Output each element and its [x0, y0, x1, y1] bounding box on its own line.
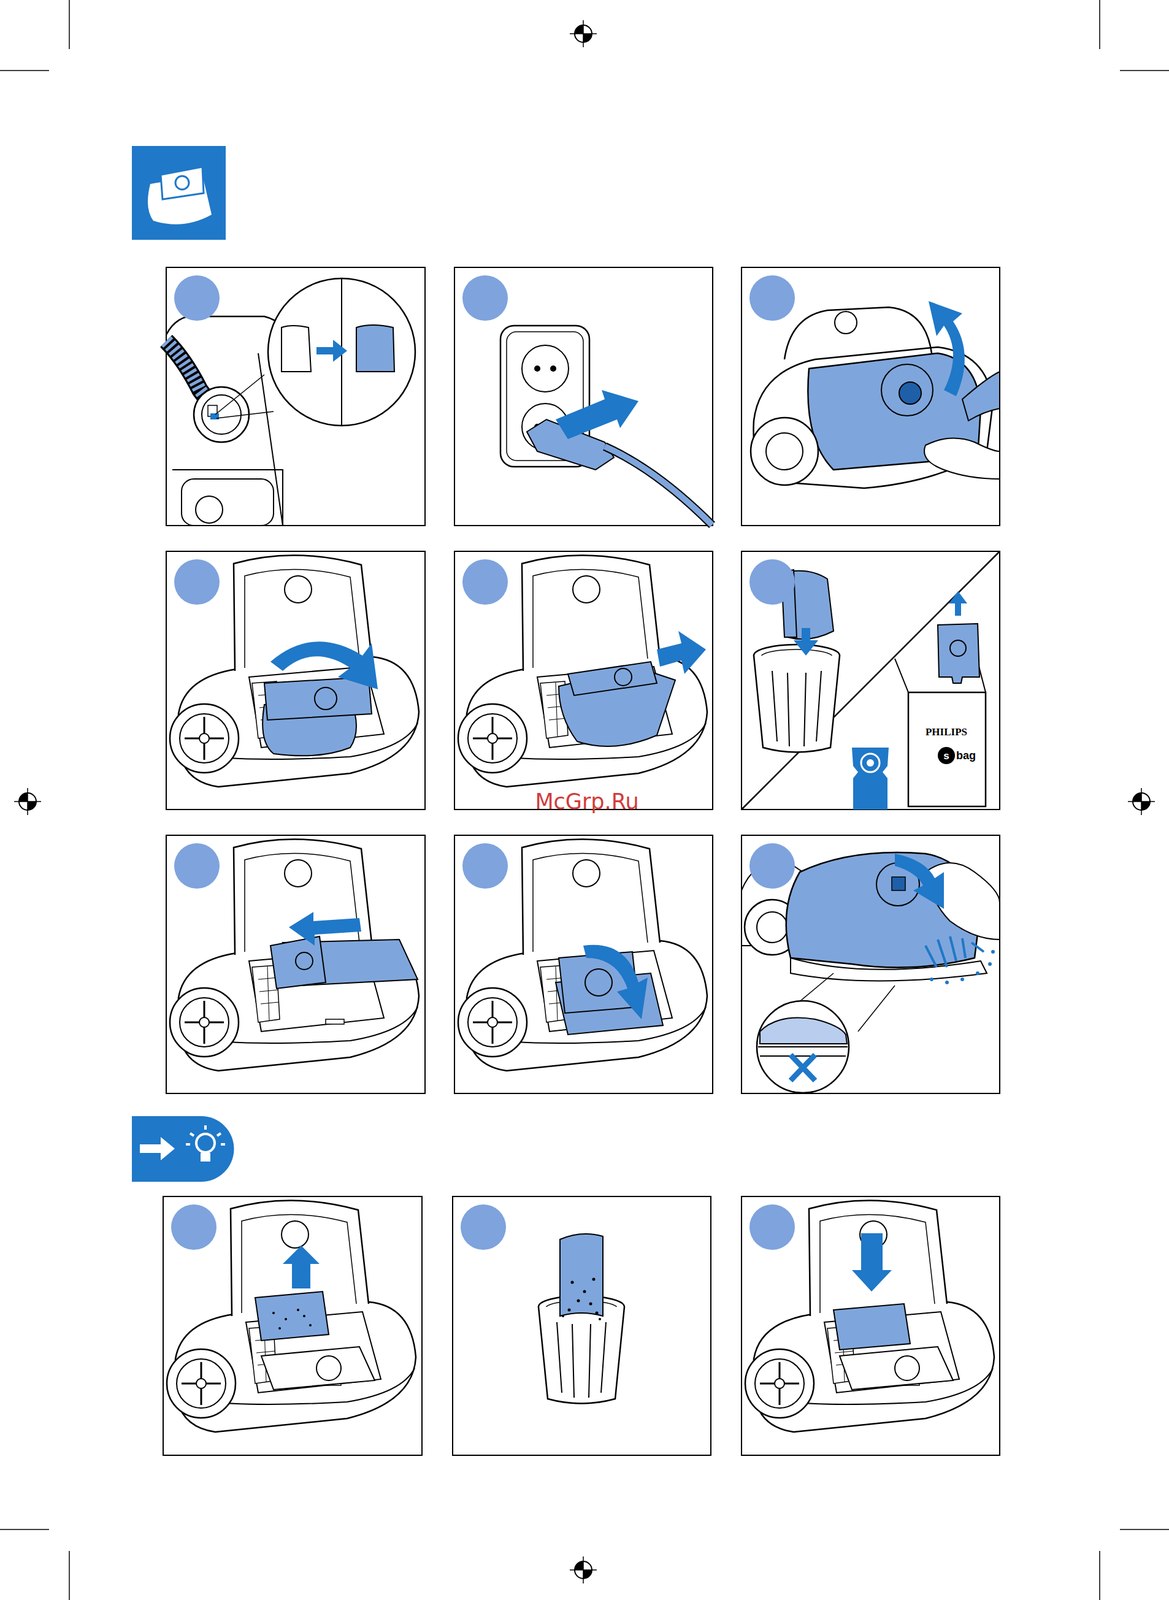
- panel-insert-bag: [169, 839, 419, 1071]
- panel-open-cover: [750, 301, 1000, 489]
- panel-close-cover: [741, 852, 1000, 1093]
- panel-replace-bag: [741, 551, 1000, 810]
- panel-lower-holder: [458, 839, 708, 1071]
- panel-frames: [163, 267, 1000, 1456]
- panel-insert-filter: [745, 1200, 995, 1433]
- dust-bag-icon: [131, 145, 226, 240]
- brand-name: PHILIPS: [925, 726, 968, 738]
- registration-mark: [1127, 788, 1155, 816]
- registration-mark: [569, 20, 597, 48]
- registration-mark: [569, 1556, 597, 1584]
- logo-word: bag: [956, 750, 976, 762]
- watermark: McGrp.Ru: [534, 791, 639, 813]
- registration-mark: [14, 788, 42, 816]
- step-circles: [171, 275, 795, 1250]
- tip-icon: [131, 1116, 234, 1182]
- panel-remove-filter: [166, 1200, 416, 1433]
- panel-discard-filter: [538, 1234, 625, 1404]
- panel-remove-bag: [458, 555, 708, 787]
- panel-lift-holder: [169, 555, 419, 787]
- logo-letter: s: [943, 750, 949, 762]
- panel-unplug: [500, 325, 713, 526]
